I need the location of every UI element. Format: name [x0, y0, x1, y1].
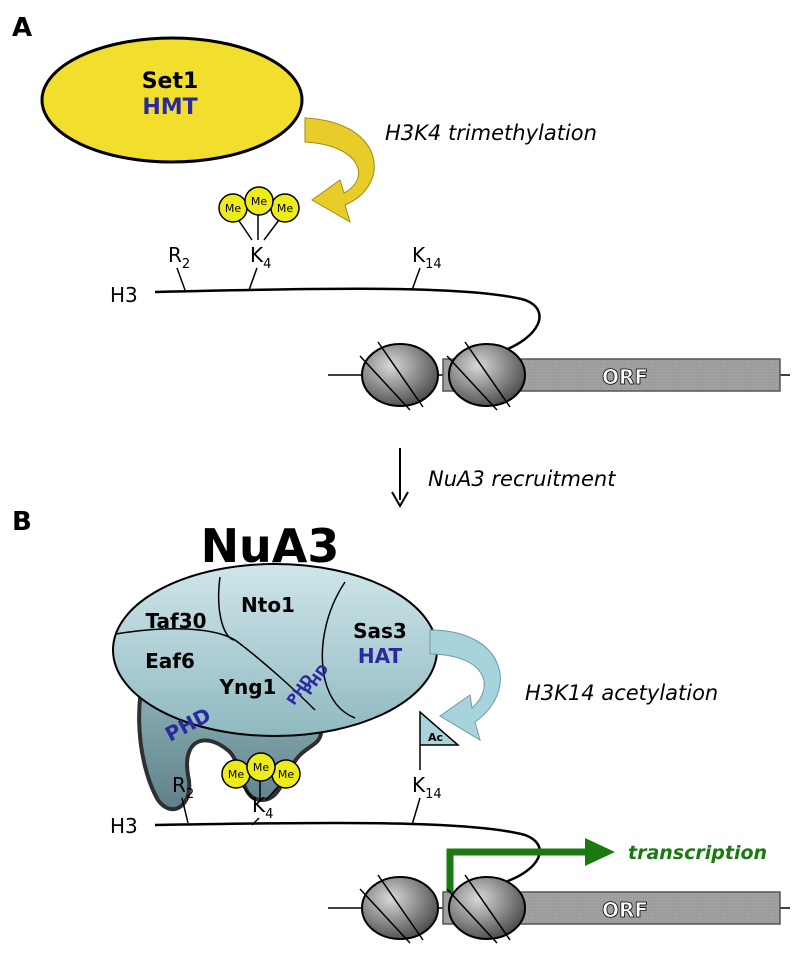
divider-nto1: [217, 576, 316, 711]
eaf6-label: Eaf6: [145, 649, 195, 673]
yellow-curved-arrow: [304, 117, 375, 224]
h3-label-a: H3: [110, 283, 138, 307]
down-arrow-icon: [391, 491, 409, 509]
residue-r2: R2: [168, 243, 190, 272]
h3k4-trimethylation-label: H3K4 trimethylation: [385, 121, 597, 145]
panel-a: A Set1 HMT H3K4 trimethylation Me Me Me …: [12, 13, 790, 411]
methyl-cluster-b: Me Me Me: [221, 752, 301, 801]
methyl-text: Me: [225, 202, 241, 215]
methyl-mark: [246, 752, 276, 782]
yng1-label: Yng1: [219, 675, 277, 699]
sas3-label: Sas3: [353, 619, 407, 643]
residue-k4-tick: [248, 267, 258, 291]
transition: NuA3 recruitment: [391, 448, 616, 509]
residue-k14-tick: [411, 797, 421, 826]
nua3-recruitment-label: NuA3 recruitment: [428, 467, 616, 491]
methyl-text: Me: [253, 761, 269, 774]
taf30-label: Taf30: [145, 609, 206, 633]
residue-r2-tick: [181, 797, 189, 824]
residue-k4: K4: [250, 243, 271, 272]
hat-label: HAT: [358, 644, 403, 668]
methyl-text: Me: [228, 768, 244, 781]
acetyl-text: Ac: [428, 731, 443, 744]
orf-label-b: ORF: [602, 898, 648, 922]
methyl-text: Me: [251, 195, 267, 208]
nto1-label: Nto1: [241, 593, 295, 617]
orf-label-a: ORF: [602, 365, 648, 389]
h3k14-acetylation-label: H3K14 acetylation: [525, 681, 718, 705]
methyl-text: Me: [278, 768, 294, 781]
hmt-label: HMT: [142, 95, 197, 120]
residue-k14: K14: [412, 773, 442, 802]
acetyl-flag: [419, 710, 461, 746]
transcription-arrow: [446, 848, 590, 900]
set1-label: Set1: [142, 69, 199, 94]
residue-k4: K4: [252, 793, 273, 822]
h3-tail-b: [154, 821, 541, 884]
methyl-text: Me: [277, 202, 293, 215]
residue-k14-tick: [411, 267, 421, 291]
h3-tail-a: [154, 287, 541, 354]
transcription-label: transcription: [628, 842, 767, 864]
divider-sas3: [321, 581, 356, 719]
set1-enzyme: [40, 36, 304, 164]
panel-b: B NuA3 Taf30 Nto1 Sas3 HAT Eaf6 Yng1 PHD…: [12, 507, 790, 944]
blue-curved-arrow: [429, 629, 501, 742]
methyl-cluster-a: Me Me Me: [218, 186, 300, 241]
panel-b-label: B: [12, 507, 32, 537]
h3-label-b: H3: [110, 814, 138, 838]
residue-r2: R2: [172, 773, 194, 802]
transcription-arrow-head: [585, 838, 615, 866]
methyl-mark: [244, 186, 274, 216]
residue-k14: K14: [412, 243, 442, 272]
panel-a-label: A: [12, 13, 32, 43]
residue-r2-tick: [176, 267, 186, 291]
